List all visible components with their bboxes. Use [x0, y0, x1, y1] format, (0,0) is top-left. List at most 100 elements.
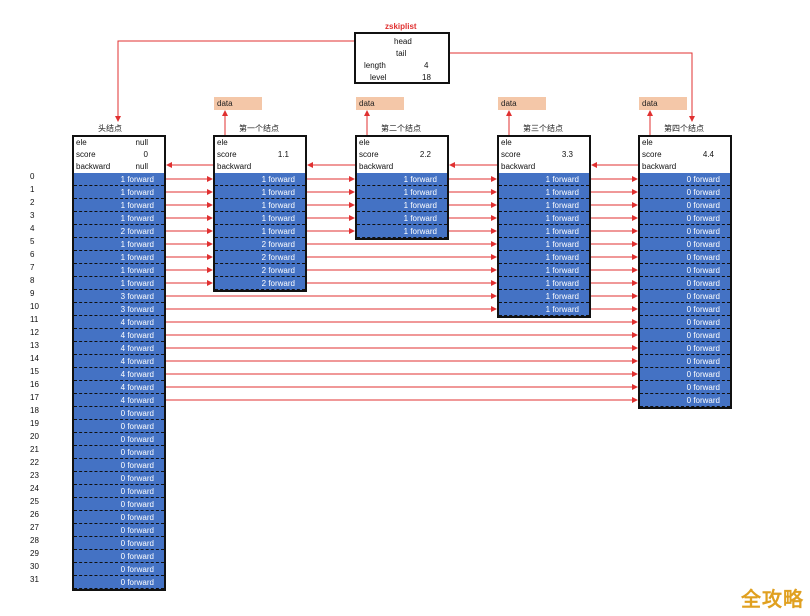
level-span-label: 1 forward: [403, 214, 437, 223]
level-row: 0 forward: [640, 329, 730, 342]
level-span-label: 0 forward: [686, 175, 720, 184]
field-label-score: score: [642, 150, 662, 159]
level-row: 0 forward: [74, 485, 164, 498]
level-span-label: 1 forward: [403, 227, 437, 236]
node-title: 第四个结点: [664, 124, 704, 133]
data-tag: data: [498, 97, 546, 110]
level-row: 1 forward: [499, 225, 589, 238]
level-span-label: 0 forward: [120, 422, 154, 431]
level-row: 1 forward: [74, 173, 164, 186]
node-title: 第三个结点: [523, 124, 563, 133]
level-index: 4: [30, 224, 35, 233]
level-span-label: 1 forward: [403, 175, 437, 184]
level-index: 11: [30, 315, 39, 324]
level-span-label: 0 forward: [686, 292, 720, 301]
level-row: 3 forward: [74, 303, 164, 316]
zskiplist-title: zskiplist: [385, 22, 417, 31]
level-span-label: 1 forward: [120, 279, 154, 288]
field-value-score: 2.2: [419, 150, 431, 159]
level-span-label: 0 forward: [120, 435, 154, 444]
level-row: 4 forward: [74, 342, 164, 355]
level-span-label: 1 forward: [545, 227, 579, 236]
level-index: 28: [30, 536, 39, 545]
node-title: 头结点: [98, 124, 122, 133]
data-tag: data: [356, 97, 404, 110]
level-row: 2 forward: [74, 225, 164, 238]
level-row: 0 forward: [640, 173, 730, 186]
level-span-label: 1 forward: [545, 175, 579, 184]
level-span-label: 1 forward: [261, 201, 295, 210]
level-index: 22: [30, 458, 39, 467]
level-index: 12: [30, 328, 39, 337]
data-tag: data: [214, 97, 262, 110]
level-span-label: 4 forward: [120, 318, 154, 327]
level-index: 10: [30, 302, 39, 311]
level-row: 1 forward: [499, 186, 589, 199]
level-row: 0 forward: [74, 472, 164, 485]
level-row: 4 forward: [74, 368, 164, 381]
level-row: 2 forward: [215, 251, 305, 264]
level-row: 0 forward: [640, 212, 730, 225]
level-span-label: 0 forward: [686, 383, 720, 392]
level-row: 1 forward: [357, 186, 447, 199]
level-row: 0 forward: [640, 381, 730, 394]
level-row: 0 forward: [74, 407, 164, 420]
level-row: 1 forward: [499, 264, 589, 277]
field-value-backward: null: [135, 162, 148, 171]
level-index: 13: [30, 341, 39, 350]
level-span-label: 0 forward: [120, 578, 154, 587]
level-span-label: 2 forward: [261, 253, 295, 262]
data-tag: data: [639, 97, 687, 110]
level-row: 0 forward: [640, 342, 730, 355]
level-row: 1 forward: [357, 225, 447, 238]
tail-field-label: tail: [396, 49, 407, 58]
level-row: 1 forward: [357, 212, 447, 225]
field-label-score: score: [359, 150, 379, 159]
level-row: 1 forward: [74, 251, 164, 264]
level-span-label: 0 forward: [120, 448, 154, 457]
field-label-backward: backward: [217, 162, 252, 171]
level-span-label: 1 forward: [545, 188, 579, 197]
level-row: 0 forward: [640, 368, 730, 381]
node-title: 第一个结点: [239, 124, 279, 133]
field-value-ele: null: [135, 138, 148, 147]
level-row: 0 forward: [74, 511, 164, 524]
level-row: 1 forward: [215, 212, 305, 225]
level-index: 2: [30, 198, 35, 207]
level-row: 4 forward: [74, 381, 164, 394]
level-index: 21: [30, 445, 39, 454]
level-row: 1 forward: [215, 199, 305, 212]
level-span-label: 0 forward: [686, 396, 720, 405]
level-row: 0 forward: [640, 264, 730, 277]
level-span-label: 1 forward: [403, 188, 437, 197]
level-index: 29: [30, 549, 39, 558]
length-value: 4: [424, 61, 429, 70]
level-span-label: 0 forward: [686, 188, 720, 197]
level-row: 0 forward: [74, 576, 164, 589]
tail-pointer-arrow: [450, 52, 695, 122]
level-span-label: 0 forward: [686, 201, 720, 210]
level-row: 1 forward: [499, 212, 589, 225]
level-span-label: 0 forward: [120, 474, 154, 483]
level-span-label: 0 forward: [686, 357, 720, 366]
level-span-label: 0 forward: [686, 279, 720, 288]
level-index: 27: [30, 523, 39, 532]
level-index: 17: [30, 393, 39, 402]
level-row: 1 forward: [499, 277, 589, 290]
level-span-label: 4 forward: [120, 370, 154, 379]
level-row: 1 forward: [215, 225, 305, 238]
level-span-label: 2 forward: [261, 279, 295, 288]
level-span-label: 1 forward: [120, 214, 154, 223]
level-row: 0 forward: [74, 550, 164, 563]
level-index: 23: [30, 471, 39, 480]
level-span-label: 0 forward: [686, 344, 720, 353]
level-span-label: 1 forward: [261, 175, 295, 184]
level-span-label: 0 forward: [120, 461, 154, 470]
level-span-label: 0 forward: [120, 552, 154, 561]
level-row: 0 forward: [640, 355, 730, 368]
level-span-label: 1 forward: [545, 214, 579, 223]
level-row: 0 forward: [640, 251, 730, 264]
